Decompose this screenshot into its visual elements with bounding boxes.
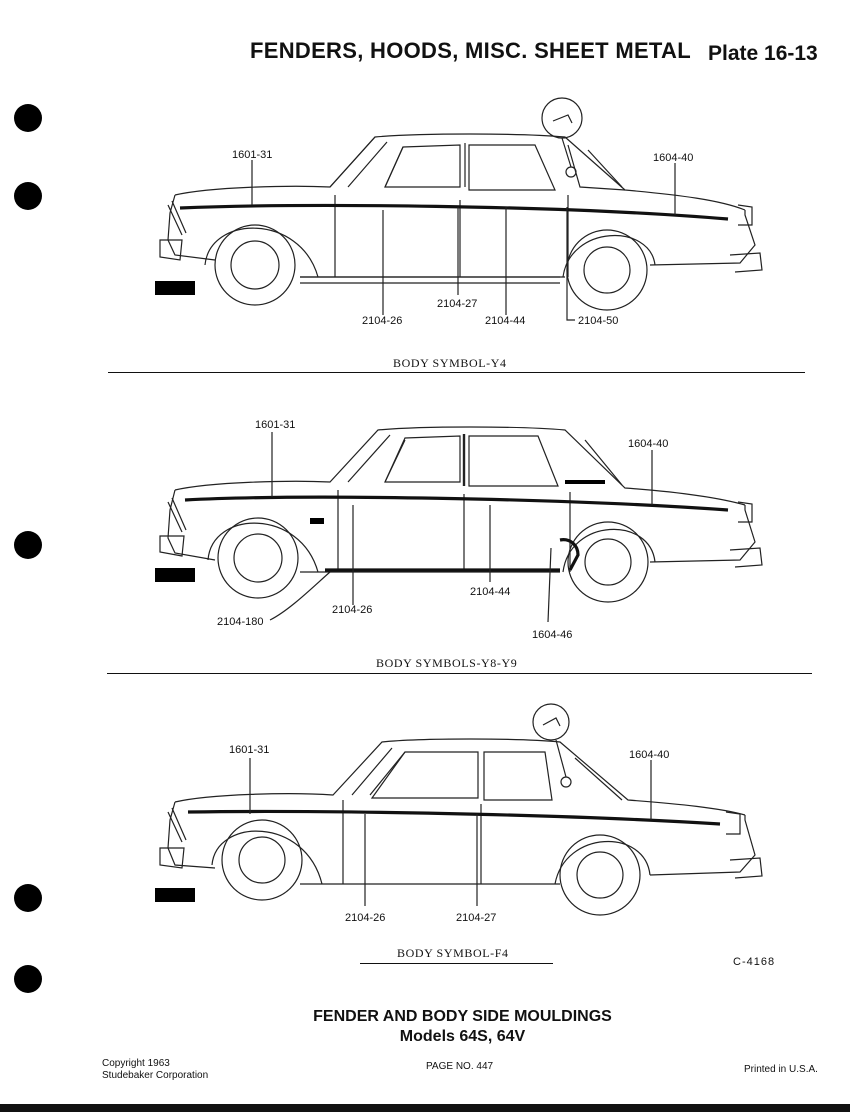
punch-hole — [14, 104, 42, 132]
callout-label: 1604-40 — [628, 438, 668, 450]
divider-rule — [360, 963, 553, 964]
printed-in: Printed in U.S.A. — [744, 1064, 818, 1075]
callout-label: 1604-46 — [532, 629, 572, 641]
page-header-title: FENDERS, HOODS, MISC. SHEET METAL — [250, 38, 691, 63]
callout-label: 2104-180 — [217, 616, 264, 628]
punch-hole — [14, 182, 42, 210]
callout-label: 2104-44 — [470, 586, 510, 598]
punch-hole — [14, 531, 42, 559]
diagram-caption: BODY SYMBOL-Y4 — [393, 356, 507, 370]
divider-rule — [108, 372, 805, 373]
car-drawing-y8-y9: 1601-31 1604-40 2104-44 2104-26 2104-180… — [155, 419, 763, 641]
page-number: PAGE NO. 447 — [426, 1061, 494, 1072]
diagram-caption: BODY SYMBOL-F4 — [397, 946, 509, 960]
copyright-line2: Studebaker Corporation — [102, 1070, 209, 1081]
callout-label: 1604-40 — [629, 749, 669, 761]
drawing-number: C-4168 — [733, 956, 776, 968]
callout-label: 2104-50 — [578, 315, 618, 325]
car-drawing-y4: 1601-31 1604-40 2104-27 2104-26 2104-44 … — [155, 97, 763, 325]
punch-hole — [14, 965, 42, 993]
callout-label: 2104-27 — [437, 298, 477, 310]
callout-label: 2104-26 — [345, 912, 385, 924]
callout-label: 2104-27 — [456, 912, 496, 924]
callout-label: 1601-31 — [229, 744, 269, 756]
diagram-y8-y9: 1601-31 1604-40 2104-44 2104-26 2104-180… — [0, 410, 850, 646]
divider-rule — [107, 673, 812, 674]
footer-models: Models 64S, 64V — [399, 1028, 526, 1045]
footer-title: FENDER AND BODY SIDE MOULDINGS — [313, 1008, 612, 1025]
punch-hole — [14, 884, 42, 912]
callout-label: 2104-26 — [362, 315, 402, 325]
callout-label: 1601-31 — [232, 149, 272, 161]
callout-label: 1601-31 — [255, 419, 295, 431]
plate-number: Plate 16-13 — [708, 42, 818, 65]
scan-bottom-edge — [0, 1104, 850, 1112]
copyright-line1: Copyright 1963 — [102, 1058, 170, 1069]
diagram-caption: BODY SYMBOLS-Y8-Y9 — [376, 656, 518, 670]
diagram-f4: 1601-31 1604-40 2104-26 2104-27 — [0, 700, 850, 928]
callout-label: 2104-44 — [485, 315, 525, 325]
callout-label: 2104-26 — [332, 604, 372, 616]
callout-label: 1604-40 — [653, 152, 693, 164]
diagram-y4: 1601-31 1604-40 2104-27 2104-26 2104-44 … — [0, 95, 850, 325]
car-drawing-f4: 1601-31 1604-40 2104-26 2104-27 — [155, 703, 763, 924]
